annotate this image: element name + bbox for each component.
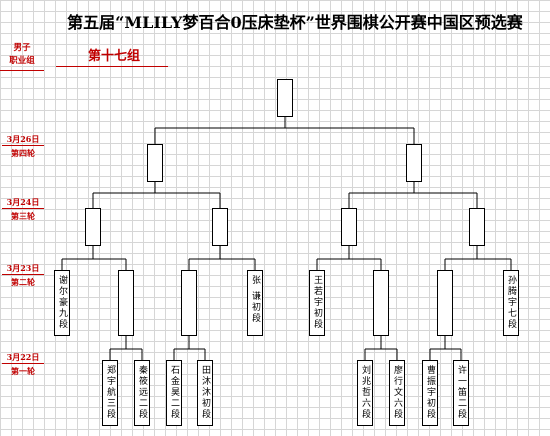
player-box: 秦筱远二段 bbox=[134, 360, 150, 426]
group-name-underline bbox=[56, 66, 168, 67]
round2-box-6 bbox=[373, 270, 389, 336]
round-3-divider bbox=[2, 208, 44, 209]
player-box: 田沐沐初段 bbox=[197, 360, 213, 426]
quarter-box-2 bbox=[212, 208, 228, 246]
group-label-gender: 男子 bbox=[13, 43, 31, 53]
semi-box-right bbox=[406, 144, 422, 182]
player-box: 许一笛二段 bbox=[453, 360, 469, 426]
round-3-date: 3月24日 bbox=[6, 197, 40, 207]
player-box: 曹振宇初段 bbox=[422, 360, 438, 426]
round-4-divider bbox=[2, 145, 44, 146]
player-box: 张 谦初段 bbox=[247, 270, 263, 336]
quarter-box-1 bbox=[85, 208, 101, 246]
group-label-underline bbox=[0, 70, 44, 71]
player-name: 曹振宇初段 bbox=[425, 365, 435, 420]
player-name: 许一笛二段 bbox=[456, 365, 466, 420]
group-name: 第十七组 bbox=[88, 49, 141, 64]
round-4-date: 3月26日 bbox=[6, 134, 40, 144]
round-1-name: 第一轮 bbox=[11, 366, 35, 376]
player-name: 王若宇初段 bbox=[312, 275, 322, 330]
quarter-box-3 bbox=[341, 208, 357, 246]
player-box: 石金昊二段 bbox=[166, 360, 182, 426]
player-box: 刘兆哲六段 bbox=[357, 360, 373, 426]
player-name: 谢尔豪九段 bbox=[57, 275, 67, 330]
round2-box-3 bbox=[181, 270, 197, 336]
round2-box-7 bbox=[437, 270, 453, 336]
round-3-name: 第三轮 bbox=[11, 211, 35, 221]
round-1-divider bbox=[2, 363, 44, 364]
player-name: 刘兆哲六段 bbox=[360, 365, 370, 420]
semi-box-left bbox=[147, 144, 163, 182]
round-2-divider bbox=[2, 274, 44, 275]
page-title: 第五届“MLILY梦百合0压床垫杯”世界围棋公开赛中国区预选赛 bbox=[67, 13, 523, 32]
player-name: 廖行文六段 bbox=[392, 365, 402, 420]
player-box: 廖行文六段 bbox=[389, 360, 405, 426]
round-4-name: 第四轮 bbox=[11, 148, 35, 158]
group-label-category: 职业组 bbox=[9, 56, 35, 66]
round-2-date: 3月23日 bbox=[6, 263, 40, 273]
player-name: 田沐沐初段 bbox=[200, 365, 210, 420]
player-name: 张 谦初段 bbox=[250, 275, 260, 324]
player-name: 孙腾宇七段 bbox=[506, 275, 516, 330]
player-name: 秦筱远二段 bbox=[137, 365, 147, 420]
player-name: 郑宇航三段 bbox=[105, 365, 115, 420]
player-box: 王若宇初段 bbox=[309, 270, 325, 336]
player-name: 石金昊二段 bbox=[169, 365, 179, 420]
round-1-date: 3月22日 bbox=[6, 352, 40, 362]
round2-box-2 bbox=[118, 270, 134, 336]
round-2-name: 第二轮 bbox=[11, 277, 35, 287]
player-box: 孙腾宇七段 bbox=[503, 270, 519, 336]
quarter-box-4 bbox=[469, 208, 485, 246]
player-box: 郑宇航三段 bbox=[102, 360, 118, 426]
final-box bbox=[277, 79, 293, 117]
player-box: 谢尔豪九段 bbox=[54, 270, 70, 336]
